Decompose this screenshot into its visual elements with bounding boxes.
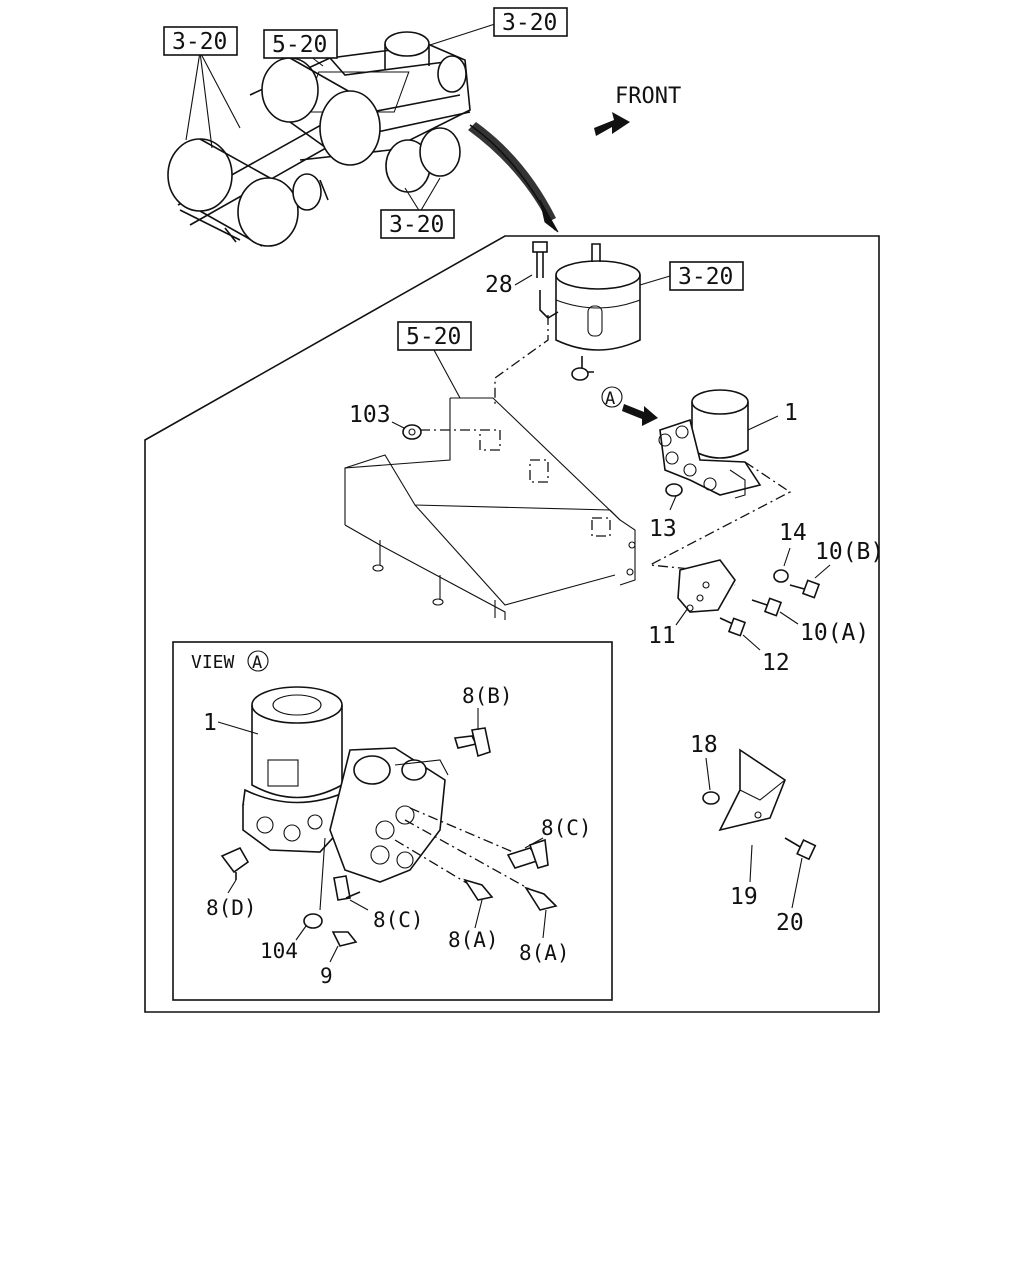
part-number: 103 [349,402,391,428]
ref-label: 3-20 [389,212,444,238]
part-number: 11 [648,623,676,649]
air-tank-icon [385,127,461,193]
part-number: 28 [485,272,513,298]
fitting-icon [506,838,549,869]
front-label: FRONT [615,84,681,109]
bolt-icon [751,597,783,617]
fitting-icon [331,931,358,947]
overview-assembly [167,23,559,247]
bolt-icon [789,579,821,599]
ref-label: 5-20 [272,32,327,58]
view-a-inset [172,641,613,1001]
view-title: VIEW [191,652,235,673]
ref-label: 3-20 [172,29,227,55]
air-dryer-detail [242,686,541,896]
part-number: 1 [784,400,798,426]
front-arrow-icon [594,112,630,136]
fitting-icon [220,846,250,880]
ref-box: 3-20 [493,7,568,37]
washer-icon [303,913,323,929]
ref-box: 5-20 [263,29,338,59]
air-tank-icon [292,55,467,211]
part-number: 8(A) [519,941,570,965]
nut-icon [402,424,422,440]
cover-plate [718,748,786,832]
ref-box: 3-20 [380,209,455,239]
nut-icon [702,791,720,805]
view-circle-letter: A [252,653,262,673]
part-number: 18 [690,732,718,758]
bolt-icon [532,241,559,320]
ref-label: 5-20 [406,324,461,350]
fitting-icon [524,886,558,911]
callout-letter: A [605,389,615,409]
mounting-bracket [344,397,636,620]
part-number: 8(A) [448,928,499,952]
part-number: 8(C) [373,908,424,932]
air-tank-icon [167,138,299,247]
part-number: 12 [762,650,790,676]
part-number: 8(D) [206,896,257,920]
part-number: 14 [779,520,807,546]
part-number: 13 [649,516,677,542]
fitting-icon [463,878,494,901]
washer-icon [773,569,789,583]
part-number: 19 [730,884,758,910]
nut-icon [665,483,683,497]
ref-label: 3-20 [502,10,557,36]
part-number: 10(B) [815,539,884,565]
bracket-icon [677,559,736,613]
part-number: 1 [203,710,217,736]
ref-box: 3-20 [669,261,744,291]
view-arrow-icon [622,404,658,426]
bolt-icon [784,837,817,861]
air-dryer [658,389,762,499]
part-number: 8(C) [541,816,592,840]
air-tank-icon [261,57,381,166]
air-tank-icon [384,31,430,70]
part-number: 8(B) [462,684,513,708]
detail-frame [144,235,880,1013]
ref-box: 5-20 [397,321,472,351]
air-tank-icon [555,243,641,381]
ref-label: 3-20 [678,264,733,290]
fitting-icon [333,875,361,901]
part-number: 104 [260,939,298,963]
bolt-icon [719,617,747,637]
part-number: 9 [320,964,333,988]
fitting-icon [453,727,491,758]
ref-box: 3-20 [163,26,238,56]
part-number: 10(A) [800,620,869,646]
front-indicator: FRONT [594,84,681,136]
view-callout: A [601,386,658,426]
part-number: 20 [776,910,804,936]
